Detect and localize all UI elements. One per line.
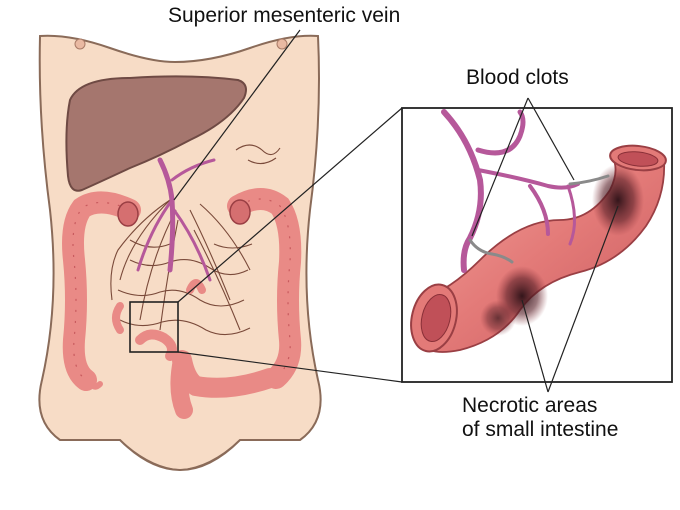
zoom-leader-bottom: [177, 351, 403, 383]
vein-illustration: [136, 157, 216, 282]
zoom-leader-top: [177, 107, 403, 303]
mesentery-network: [110, 144, 281, 336]
clot-leaders: [471, 97, 575, 237]
necrotic-leaders: [521, 205, 619, 393]
inset-vein-illustration: [441, 109, 580, 273]
blood-clot-marker: [468, 174, 610, 264]
necrotic-areas-line-1: Necrotic areas: [462, 394, 598, 417]
blood-clots-label: Blood clots: [466, 66, 569, 89]
right-nipple: [276, 38, 288, 50]
left-nipple: [74, 38, 86, 50]
intestine-segment-illustration: [410, 144, 667, 353]
vein-leader: [173, 29, 301, 201]
superior-mesenteric-vein-label: Superior mesenteric vein: [168, 4, 401, 27]
necrotic-areas-line-2: of small intestine: [462, 418, 619, 441]
liver-illustration: [65, 75, 247, 192]
zoom-region-box: [129, 301, 179, 353]
necrotic-areas-label: Necrotic areas of small intestine: [462, 394, 618, 442]
colon-illustration: [62, 188, 302, 419]
